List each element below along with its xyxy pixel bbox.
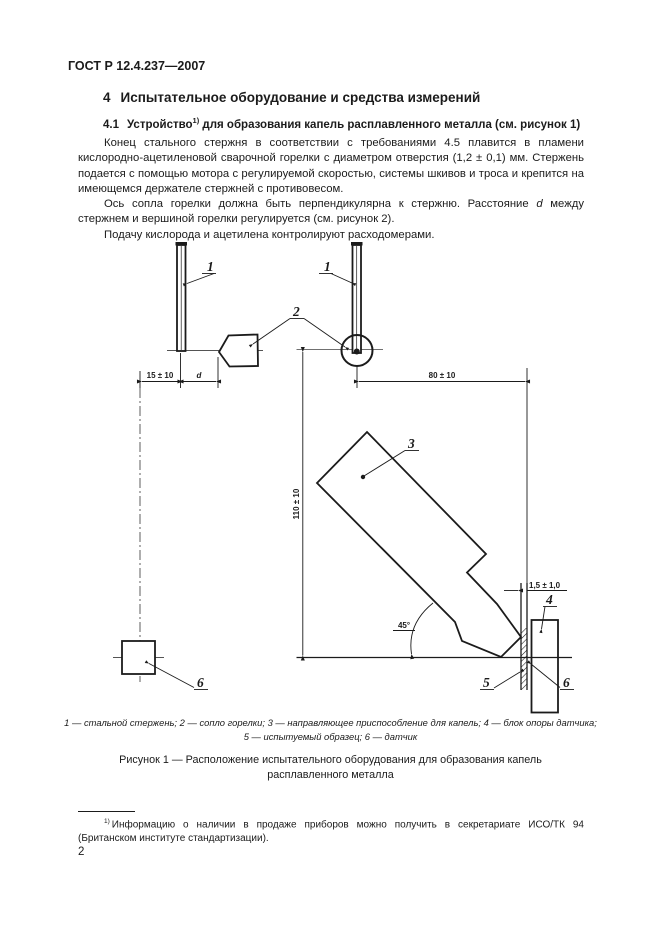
running-header: ГОСТ Р 12.4.237—2007 bbox=[68, 59, 206, 73]
dim-fall-height-value: 110 ± 10 bbox=[292, 488, 301, 519]
dimension-specimen-thickness: 1,5 ± 1,0 bbox=[504, 581, 567, 593]
subclause-number: 4.1 bbox=[103, 118, 119, 131]
steel-rod-left bbox=[175, 242, 187, 352]
footnote-rule bbox=[78, 811, 135, 812]
body-text: Конец стального стержня в соответствии с… bbox=[78, 136, 584, 243]
section-heading: 4 Испытательное оборудование и средства и… bbox=[103, 90, 480, 105]
figure-legend-line2: 5 — испытуемый образец; 6 — датчик bbox=[243, 730, 418, 742]
droplet-guide-device bbox=[315, 430, 523, 659]
part-label-rod-right: 1 bbox=[324, 259, 331, 274]
sensor-front-view bbox=[121, 640, 156, 675]
dim-rod-to-nozzle-value: d bbox=[197, 371, 203, 380]
section-number: 4 bbox=[103, 90, 111, 105]
dim-nozzle-to-specimen-value: 80 ± 10 bbox=[429, 371, 456, 380]
paragraph-2-pre: Ось сопла горелки должна быть перпендику… bbox=[104, 198, 537, 211]
page-number: 2 bbox=[78, 846, 85, 858]
footnote-text: Информацию о наличии в продаже приборов … bbox=[78, 819, 584, 845]
dimension-fall-height: 110 ± 10 bbox=[292, 346, 305, 661]
dimension-rod-offset: 15 ± 10 d bbox=[136, 353, 222, 388]
paragraph-1: Конец стального стержня в соответствии с… bbox=[78, 137, 584, 195]
dim-specimen-angle-value: 45° bbox=[398, 621, 410, 630]
dimension-nozzle-to-specimen: 80 ± 10 bbox=[353, 367, 531, 583]
figure-legend: 1 — стальной стержень; 2 — сопло горелки… bbox=[0, 716, 661, 743]
part-label-guide: 3 bbox=[407, 436, 415, 451]
footnote-reference: 1) bbox=[192, 116, 200, 125]
subclause-title-pre: Устройство bbox=[127, 118, 193, 131]
sensor-support-block bbox=[530, 619, 559, 714]
paragraph-2-post: между стержнем и вершиной горелки регули… bbox=[78, 198, 585, 226]
part-label-sensor-front: 6 bbox=[197, 675, 204, 690]
part-label-support-block: 4 bbox=[545, 592, 553, 607]
figure-caption-line2: расплавленного металла bbox=[267, 769, 394, 781]
dimension-specimen-angle: 45° bbox=[393, 602, 434, 660]
test-specimen-strip bbox=[520, 583, 528, 690]
part-label-nozzle: 2 bbox=[292, 304, 300, 319]
subclause-title-post: для образования капель расплавленного ме… bbox=[199, 118, 581, 131]
dim-specimen-thickness-value: 1,5 ± 1,0 bbox=[529, 581, 561, 590]
figure-caption: Рисунок 1 — Расположение испытательного … bbox=[0, 753, 661, 783]
part-label-sensor-side: 6 bbox=[563, 675, 570, 690]
figure-caption-line1: Рисунок 1 — Расположение испытательного … bbox=[119, 754, 542, 766]
part-leaders bbox=[144, 273, 574, 690]
subclause-heading: 4.1 Устройство1) для образования капель р… bbox=[103, 116, 580, 131]
section-title: Испытательное оборудование и средства из… bbox=[120, 90, 481, 105]
figure-legend-line1: 1 — стальной стержень; 2 — сопло горелки… bbox=[64, 717, 597, 728]
dim-rod-offset-value: 15 ± 10 bbox=[147, 371, 174, 380]
paragraph-2: Ось сопла горелки должна быть перпендику… bbox=[78, 197, 584, 228]
footnote-marker: 1) bbox=[104, 818, 110, 825]
part-label-specimen: 5 bbox=[483, 675, 490, 690]
footnote: 1)Информацию о наличии в продаже приборо… bbox=[78, 815, 584, 846]
torch-nozzle-side-view bbox=[217, 333, 259, 368]
torch-nozzle-front-view bbox=[340, 334, 374, 367]
variable-d: d bbox=[536, 198, 543, 211]
paragraph-3: Подачу кислорода и ацетилена контролирую… bbox=[104, 228, 435, 241]
part-label-rod-left: 1 bbox=[207, 259, 214, 274]
